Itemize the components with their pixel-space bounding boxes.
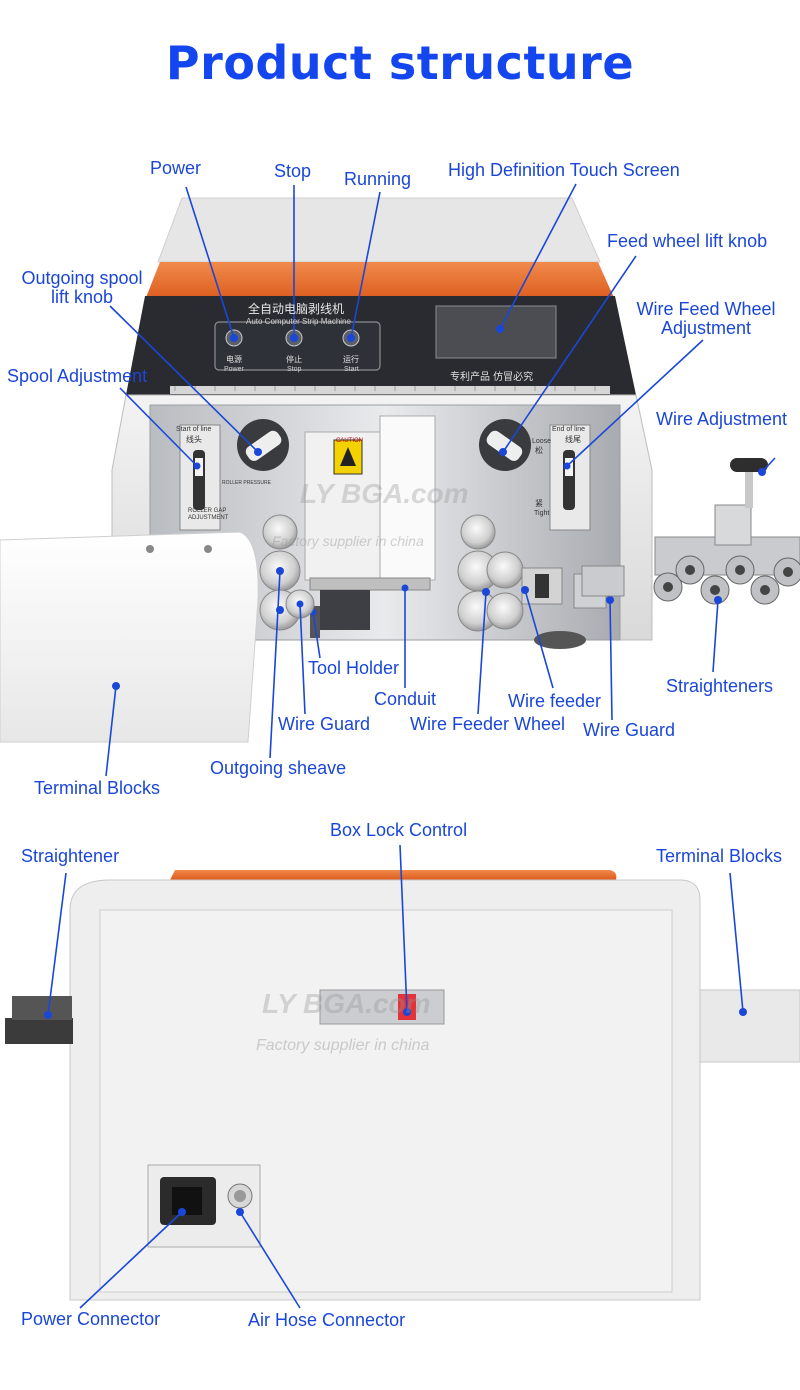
start-of-line-cn: 线头 (186, 435, 202, 444)
power-button-en: Power (224, 366, 244, 373)
roller-pressure-label: ROLLER PRESSURE (222, 480, 271, 486)
label-tool-holder: Tool Holder (308, 658, 400, 678)
panel-title-en: Auto Computer Strip Machine (246, 317, 351, 326)
loose-label: Loose (532, 438, 552, 445)
label-outgoing-sheave: Outgoing sheave (210, 758, 347, 778)
label-straighteners: Straighteners (666, 676, 774, 696)
watermark-tagline-top: Factory supplier in china (272, 533, 424, 549)
label-terminal-blocks-bottom: Terminal Blocks (656, 846, 783, 866)
label-straightener: Straightener (21, 846, 120, 866)
label-stop: Stop (274, 161, 312, 181)
label-wire-feed-wheel-adj-2: Adjustment (660, 318, 752, 338)
tight-cn: 紧 (535, 499, 543, 508)
loose-cn: 松 (535, 446, 543, 455)
page-title: Product structure (165, 36, 635, 90)
label-wire-feed-wheel-adj-1: Wire Feed Wheel (636, 299, 776, 319)
label-wire-guard-right: Wire Guard (583, 720, 676, 740)
roller-gap-label: ROLLER GAP ADJUSTMENT (188, 508, 229, 521)
watermark-brand-top: LY BGA.com (300, 478, 469, 509)
label-wire-guard-left: Wire Guard (278, 714, 371, 734)
start-of-line-label: Start of line (176, 426, 212, 433)
label-wire-adjustment: Wire Adjustment (656, 409, 788, 429)
watermark-brand-bottom: LY BGA.com (262, 988, 431, 1019)
end-of-line-cn: 线尾 (565, 435, 581, 444)
start-button-en: Start (344, 366, 359, 373)
label-air-hose-connector: Air Hose Connector (248, 1310, 406, 1330)
label-power: Power (150, 158, 202, 178)
caution-label: CAUTION (336, 438, 363, 444)
rear-machine (5, 870, 800, 1301)
panel-title-cn: 全自动电脑剥线机 (248, 302, 345, 316)
pointer-lines (47, 183, 776, 1309)
label-feed-wheel-lift-knob: Feed wheel lift knob (607, 231, 768, 251)
patent-text: 专利产品 仿冒必究 (450, 372, 534, 383)
stop-button-cn: 停止 (286, 355, 302, 364)
label-conduit: Conduit (374, 689, 437, 709)
terminal-block-cover (0, 531, 259, 743)
label-power-connector: Power Connector (21, 1309, 161, 1329)
straightener-assembly (581, 458, 800, 605)
stop-button-en: Stop (287, 366, 302, 373)
label-touch-screen: High Definition Touch Screen (448, 160, 680, 180)
label-wire-feeder: Wire feeder (508, 691, 602, 711)
label-running: Running (344, 169, 412, 189)
label-spool-adjustment: Spool Adjustment (7, 366, 148, 386)
label-terminal-blocks-top: Terminal Blocks (34, 778, 161, 798)
label-box-lock-control: Box Lock Control (330, 820, 468, 840)
label-outgoing-spool-1: Outgoing spool (21, 268, 143, 288)
start-button-cn: 运行 (343, 355, 359, 364)
end-of-line-label: End of line (552, 426, 586, 433)
power-button-cn: 电源 (226, 355, 242, 364)
label-outgoing-spool-2: lift knob (50, 287, 114, 307)
label-wire-feeder-wheel: Wire Feeder Wheel (410, 714, 566, 734)
tight-label: Tight (534, 510, 550, 517)
watermark-tagline-bottom: Factory supplier in china (256, 1037, 430, 1054)
